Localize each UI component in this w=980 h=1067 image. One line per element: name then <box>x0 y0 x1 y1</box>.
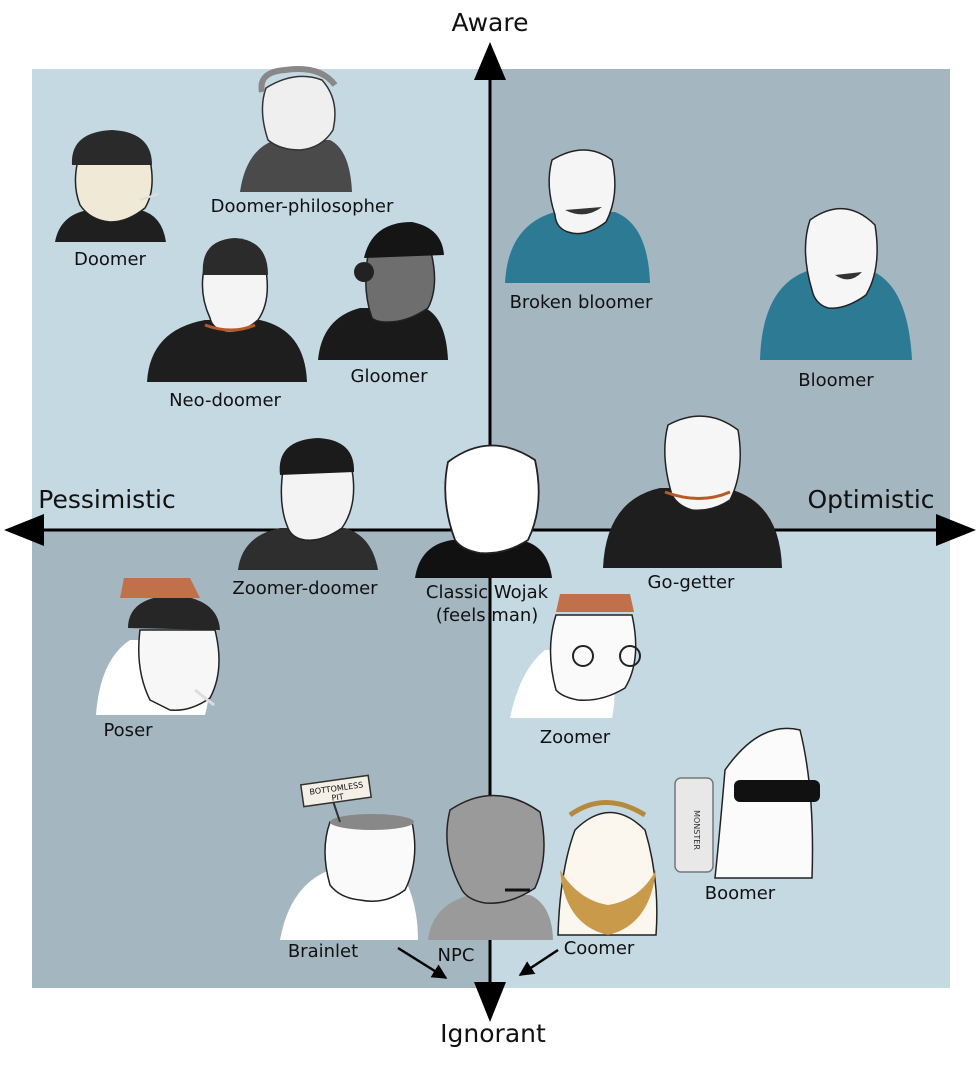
label-boomer: Boomer <box>704 883 776 904</box>
coomer-icon <box>557 800 658 936</box>
boomer-icon: MONSTER <box>674 727 820 879</box>
axis-label-aware: Aware <box>451 8 529 37</box>
doomer-philosopher-icon <box>240 66 352 192</box>
axis-label-ignorant: Ignorant <box>440 1019 546 1048</box>
zoomer-icon <box>510 594 641 718</box>
arrow-right-icon <box>936 514 976 546</box>
axis-label-pessimistic: Pessimistic <box>38 485 176 514</box>
gloomer-icon <box>318 222 448 360</box>
npc-icon <box>428 794 553 940</box>
broken-bloomer-icon <box>505 149 650 283</box>
label-npc: NPC <box>437 945 475 966</box>
label-coomer: Coomer <box>563 938 635 959</box>
label-doomer-philosopher: Doomer-philosopher <box>210 196 394 217</box>
bloomer-icon <box>760 207 912 360</box>
label-zoomer: Zoomer <box>539 727 611 748</box>
axis-label-optimistic: Optimistic <box>807 485 935 514</box>
can-label: MONSTER <box>692 810 701 850</box>
coomer-pointer-arrow <box>518 948 559 977</box>
doomer-icon <box>55 130 166 242</box>
arrow-left-icon <box>4 514 44 546</box>
poser-icon <box>96 578 220 715</box>
label-gloomer: Gloomer <box>350 366 428 387</box>
label-poser: Poser <box>103 720 153 741</box>
label-broken-bloomer: Broken bloomer <box>509 292 653 313</box>
neo-doomer-icon <box>147 238 307 382</box>
label-go-getter: Go-getter <box>647 572 735 593</box>
arrow-down-icon <box>474 982 506 1022</box>
label-zoomer-doomer: Zoomer-doomer <box>232 578 378 599</box>
classic-wojak-icon <box>415 444 552 578</box>
label-classic-wojak: Classic Wojak (feels man) <box>425 582 549 626</box>
zoomer-doomer-icon <box>238 438 378 570</box>
brainlet-pointer-arrow <box>397 946 448 980</box>
label-doomer: Doomer <box>74 249 146 270</box>
label-brainlet: Brainlet <box>287 941 359 962</box>
label-neo-doomer: Neo-doomer <box>169 390 281 411</box>
label-bloomer: Bloomer <box>798 370 874 391</box>
brainlet-icon <box>280 774 418 940</box>
go-getter-icon <box>603 415 782 568</box>
arrow-up-icon <box>474 42 506 80</box>
